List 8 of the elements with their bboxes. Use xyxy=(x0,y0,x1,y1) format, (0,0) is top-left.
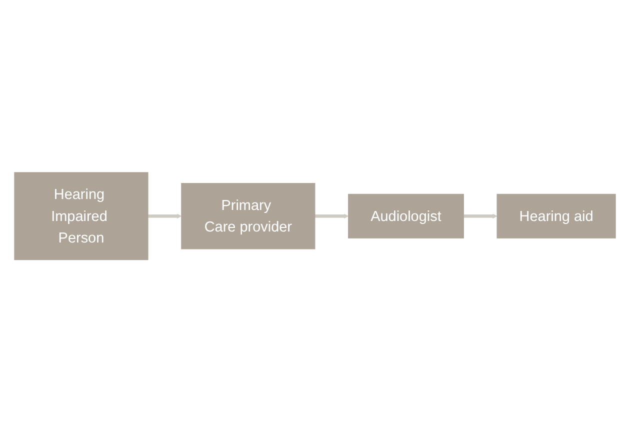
node-box xyxy=(496,194,616,238)
arrow xyxy=(148,214,182,218)
node-box xyxy=(14,172,148,260)
arrow xyxy=(314,214,348,218)
flow-diagram: Hearing Impaired Person Primary Care provider Audiologist Hearing aid xyxy=(10,168,620,264)
arrow xyxy=(463,214,497,218)
node-box xyxy=(180,182,315,250)
node-box xyxy=(348,194,464,238)
